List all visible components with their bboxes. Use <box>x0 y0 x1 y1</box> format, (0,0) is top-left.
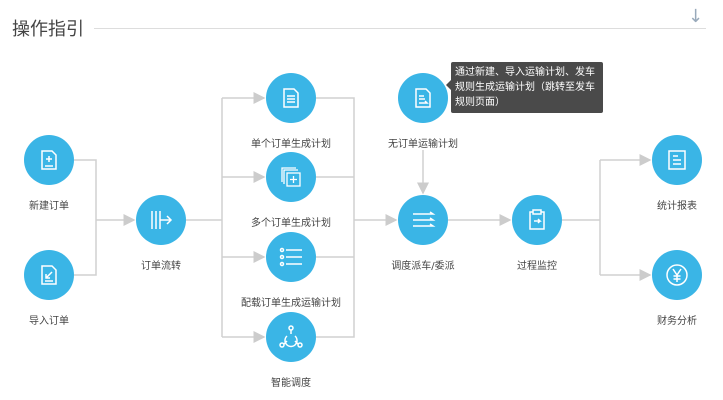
document-icon[interactable] <box>266 73 316 123</box>
node-label: 无订单运输计划 <box>388 139 458 150</box>
node-order-flow[interactable]: 订单流转 <box>101 195 221 272</box>
node-label: 多个订单生成计划 <box>251 218 331 229</box>
node-label: 配载订单生成运输计划 <box>241 298 341 309</box>
network-icon[interactable] <box>266 312 316 362</box>
tooltip: 通过新建、导入运输计划、发车规则生成运输计划（跳转至发车规则页面） <box>446 62 603 113</box>
node-label: 单个订单生成计划 <box>251 139 331 150</box>
page-title: 操作指引 <box>12 19 84 40</box>
dispatch-icon[interactable] <box>398 195 448 245</box>
node-label: 新建订单 <box>29 201 69 212</box>
multi-document-icon[interactable] <box>266 152 316 202</box>
node-single-plan[interactable]: 单个订单生成计划 <box>231 73 351 150</box>
node-label: 财务分析 <box>657 316 697 327</box>
title-divider <box>94 28 706 29</box>
node-multi-plan[interactable]: 多个订单生成计划 <box>231 152 351 229</box>
node-label: 导入订单 <box>29 316 69 327</box>
new-order-icon[interactable] <box>24 135 74 185</box>
document-edit-icon[interactable] <box>398 73 448 123</box>
report-icon[interactable] <box>652 135 702 185</box>
node-report[interactable]: 统计报表 <box>617 135 723 212</box>
import-icon[interactable] <box>24 250 74 300</box>
node-label: 过程监控 <box>517 261 557 272</box>
node-label: 订单流转 <box>141 261 181 272</box>
node-label: 智能调度 <box>271 378 311 389</box>
node-new-order[interactable]: 新建订单 <box>0 135 109 212</box>
node-finance[interactable]: 财务分析 <box>617 250 723 327</box>
node-no-order-plan[interactable]: 无订单运输计划 <box>363 73 483 150</box>
flow-icon[interactable] <box>136 195 186 245</box>
node-label: 调度派车/委派 <box>391 261 455 272</box>
yen-icon[interactable] <box>652 250 702 300</box>
node-import-order[interactable]: 导入订单 <box>0 250 109 327</box>
clipboard-icon[interactable] <box>512 195 562 245</box>
node-label: 统计报表 <box>657 201 697 212</box>
node-dispatch[interactable]: 调度派车/委派 <box>363 195 483 272</box>
node-monitor[interactable]: 过程监控 <box>477 195 597 272</box>
node-smart-dispatch[interactable]: 智能调度 <box>231 312 351 389</box>
list-icon[interactable] <box>266 232 316 282</box>
node-stowage-plan[interactable]: 配载订单生成运输计划 <box>231 232 351 309</box>
collapse-arrow-icon[interactable]: ↓ <box>688 6 704 27</box>
